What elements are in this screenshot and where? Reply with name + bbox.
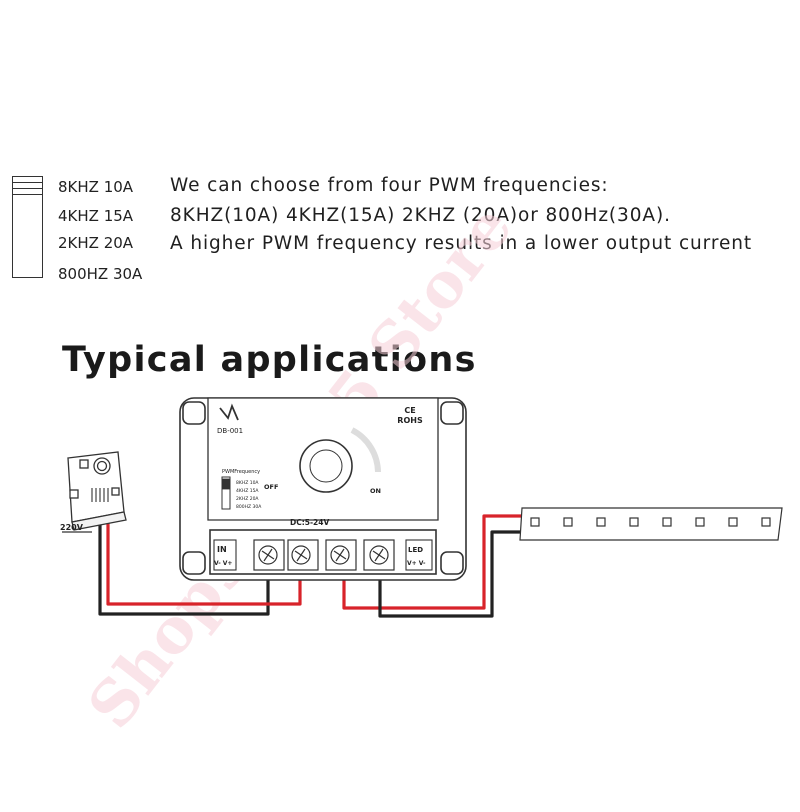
rohs-mark: ROHS (397, 416, 423, 425)
pwm-option-4: 800HZ 30A (236, 504, 262, 510)
led-chip (530, 517, 540, 527)
wire-black-in (98, 518, 270, 616)
voltage-label: DC:5-24V (290, 518, 329, 527)
model-number: DB-001 (217, 427, 243, 435)
wire-red-out (342, 514, 524, 610)
on-label: ON (370, 487, 381, 495)
description-line-1: We can choose from four PWM frequencies: (170, 175, 609, 196)
led-strip (519, 507, 783, 541)
ce-mark: CE (404, 406, 415, 415)
in-label: IN (217, 545, 227, 554)
description-line-2: 8KHZ(10A) 4KHZ(15A) 2KHZ (20A)or 800Hz(3… (170, 205, 671, 226)
freq-option-8khz: 8KHZ 10A (58, 178, 134, 196)
led-chips (530, 517, 771, 527)
pwm-option-3: 2KHZ 20A (236, 496, 259, 502)
pwm-title: PWMFrequency (222, 469, 260, 475)
pwm-option-1: 8KHZ 10A (236, 480, 259, 486)
led-chip (728, 517, 738, 527)
dip-switch-diagram (12, 176, 43, 278)
wiring (98, 514, 524, 618)
led-chip (761, 517, 771, 527)
pwm-option-2: 4KHZ 15A (236, 488, 259, 494)
section-heading: Typical applications (62, 340, 477, 380)
dimmer-body (179, 397, 467, 581)
wire-red-in (106, 518, 302, 606)
wire-black-out (378, 530, 524, 618)
led-chip (662, 517, 672, 527)
off-label: OFF (264, 483, 278, 491)
led-chip (695, 517, 705, 527)
led-terminals: V+ V- (407, 560, 426, 567)
description-line-3: A higher PWM frequency results in a lowe… (170, 233, 753, 254)
in-terminals: V- V+ (214, 560, 232, 567)
power-supply (62, 451, 127, 533)
led-chip (629, 517, 639, 527)
led-label: LED (408, 546, 423, 554)
led-chip (596, 517, 606, 527)
freq-option-2khz: 2KHZ 20A (58, 234, 134, 252)
freq-option-800hz: 800HZ 30A (58, 265, 143, 283)
led-chip (563, 517, 573, 527)
freq-option-4khz: 4KHZ 15A (58, 207, 134, 225)
terminal-screws (253, 539, 395, 571)
ps-input-label: 220V (60, 523, 84, 532)
